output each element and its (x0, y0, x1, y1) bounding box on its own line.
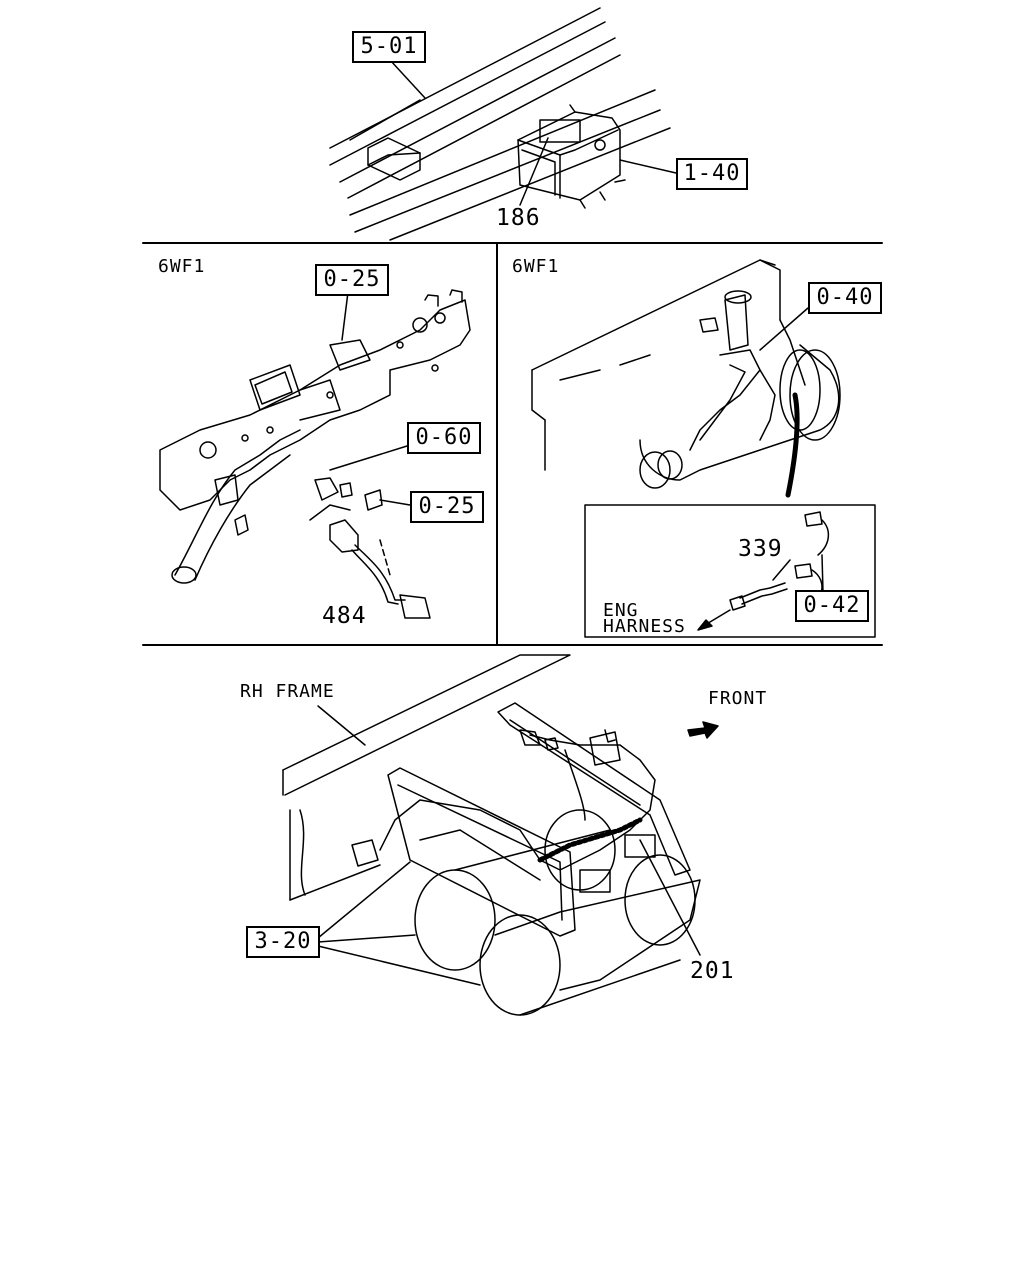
eng-harness-label-line1: ENG (603, 600, 639, 621)
ref-box-0-40: 0-40 (808, 282, 882, 314)
intake-manifold (159, 289, 471, 584)
ref-box-0-42: 0-42 (795, 590, 869, 622)
fuel-tank-top (517, 104, 626, 209)
engine-block (531, 259, 841, 489)
part-number-186: 186 (496, 205, 541, 231)
ref-box-5-01: 5-01 (352, 31, 426, 63)
leader-lines-top (389, 59, 677, 206)
frame-rails-top (329, 7, 671, 241)
ref-box-1-40: 1-40 (676, 158, 748, 190)
sensor-484 (309, 477, 431, 619)
part-number-484: 484 (322, 603, 367, 629)
front-arrow (687, 721, 719, 739)
ref-box-0-60: 0-60 (407, 422, 481, 454)
ref-box-0-25-top: 0-25 (315, 264, 389, 296)
leader-lines-middle-right (759, 307, 824, 593)
rh-frame (282, 654, 571, 901)
part-number-339: 339 (738, 536, 783, 562)
panel-dividers (142, 242, 883, 646)
engine-wiring (689, 319, 806, 498)
ref-box-0-25-bolt: 0-25 (410, 491, 484, 523)
leader-lines-bottom (317, 705, 701, 986)
part-number-201: 201 (690, 958, 735, 984)
engine-code-left: 6WF1 (158, 256, 206, 277)
front-label: FRONT (708, 688, 768, 709)
bottom-wiring (379, 729, 656, 871)
bracket-assembly (351, 702, 691, 937)
rh-frame-label: RH FRAME (240, 681, 335, 702)
air-tanks (414, 809, 701, 1016)
leader-lines-middle-left (329, 291, 411, 576)
engine-code-right: 6WF1 (512, 256, 560, 277)
ref-box-3-20: 3-20 (246, 926, 320, 958)
eng-harness-label-line2: HARNESS (603, 616, 686, 637)
